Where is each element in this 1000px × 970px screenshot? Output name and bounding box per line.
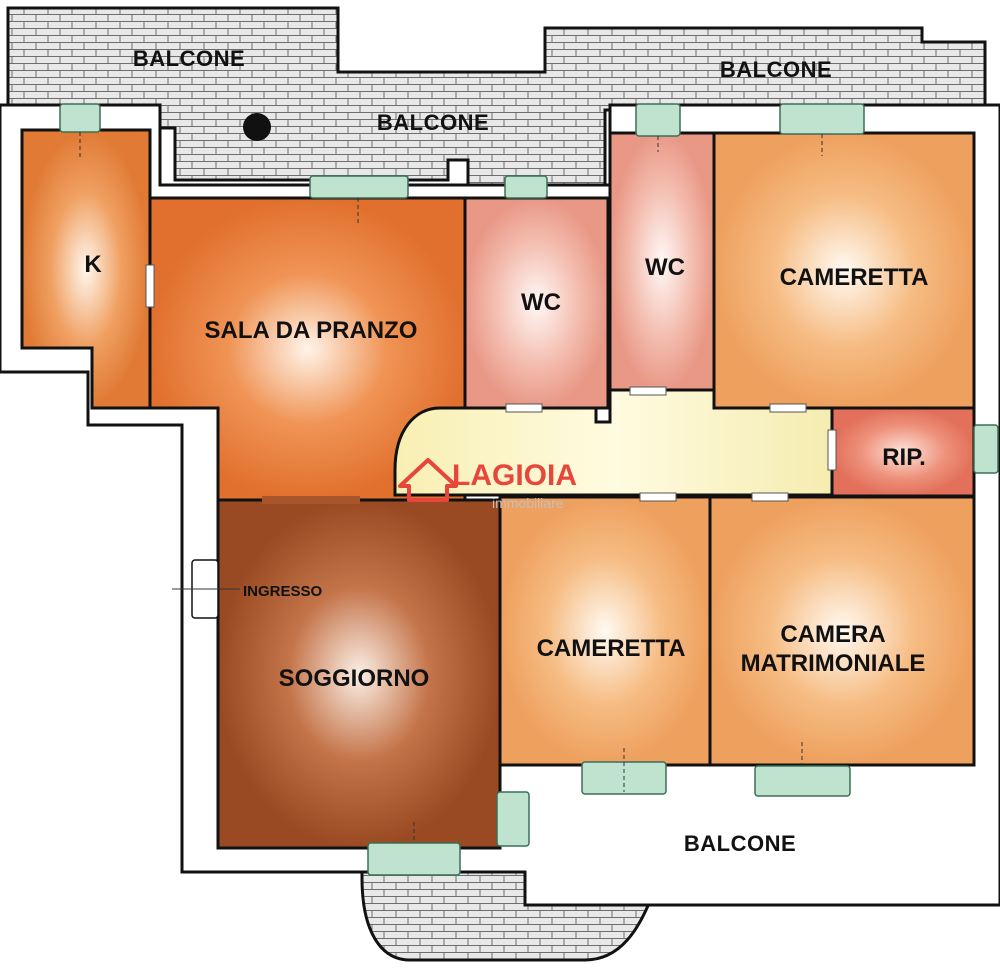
- label-master-bedroom-line2: MATRIMONIALE: [741, 650, 926, 677]
- label-balcony-top-right: BALCONE: [720, 57, 832, 82]
- label-master-bedroom-line1: CAMERA: [780, 621, 885, 648]
- room-corridor: [393, 388, 834, 497]
- balcony-column: [243, 113, 271, 141]
- label-kitchen: K: [84, 251, 102, 278]
- room-kitchen: [20, 128, 152, 410]
- label-bedroom-bottom: CAMERETTA: [537, 635, 686, 662]
- label-wc-1: WC: [521, 289, 561, 316]
- label-bedroom-top: CAMERETTA: [780, 264, 929, 291]
- logo-brand-text: LAGIOIA: [452, 459, 577, 492]
- label-balcony-bottom: BALCONE: [684, 831, 796, 856]
- room-bedroom-top: [712, 131, 976, 410]
- window-axes: [79, 132, 823, 843]
- label-balcony-top-left: BALCONE: [133, 46, 245, 71]
- room-living: [216, 498, 502, 850]
- label-dining-room: SALA DA PRANZO: [205, 317, 418, 344]
- room-master-bedroom: [708, 495, 976, 767]
- label-storage: RIP.: [882, 444, 926, 471]
- room-storage: [830, 406, 976, 498]
- label-entrance: INGRESSO: [243, 583, 323, 600]
- room-bedroom-bottom: [498, 495, 712, 767]
- logo-tagline-text: immobiliare: [492, 495, 564, 511]
- label-wc-2: WC: [645, 254, 685, 281]
- door-openings: [145, 264, 837, 504]
- house-icon: [398, 458, 458, 502]
- label-living-room: SOGGIORNO: [279, 665, 430, 692]
- label-balcony-top-center: BALCONE: [377, 110, 489, 135]
- lagioia-logo: LAGIOIA immobiliare: [398, 458, 577, 511]
- windows: [59, 103, 999, 876]
